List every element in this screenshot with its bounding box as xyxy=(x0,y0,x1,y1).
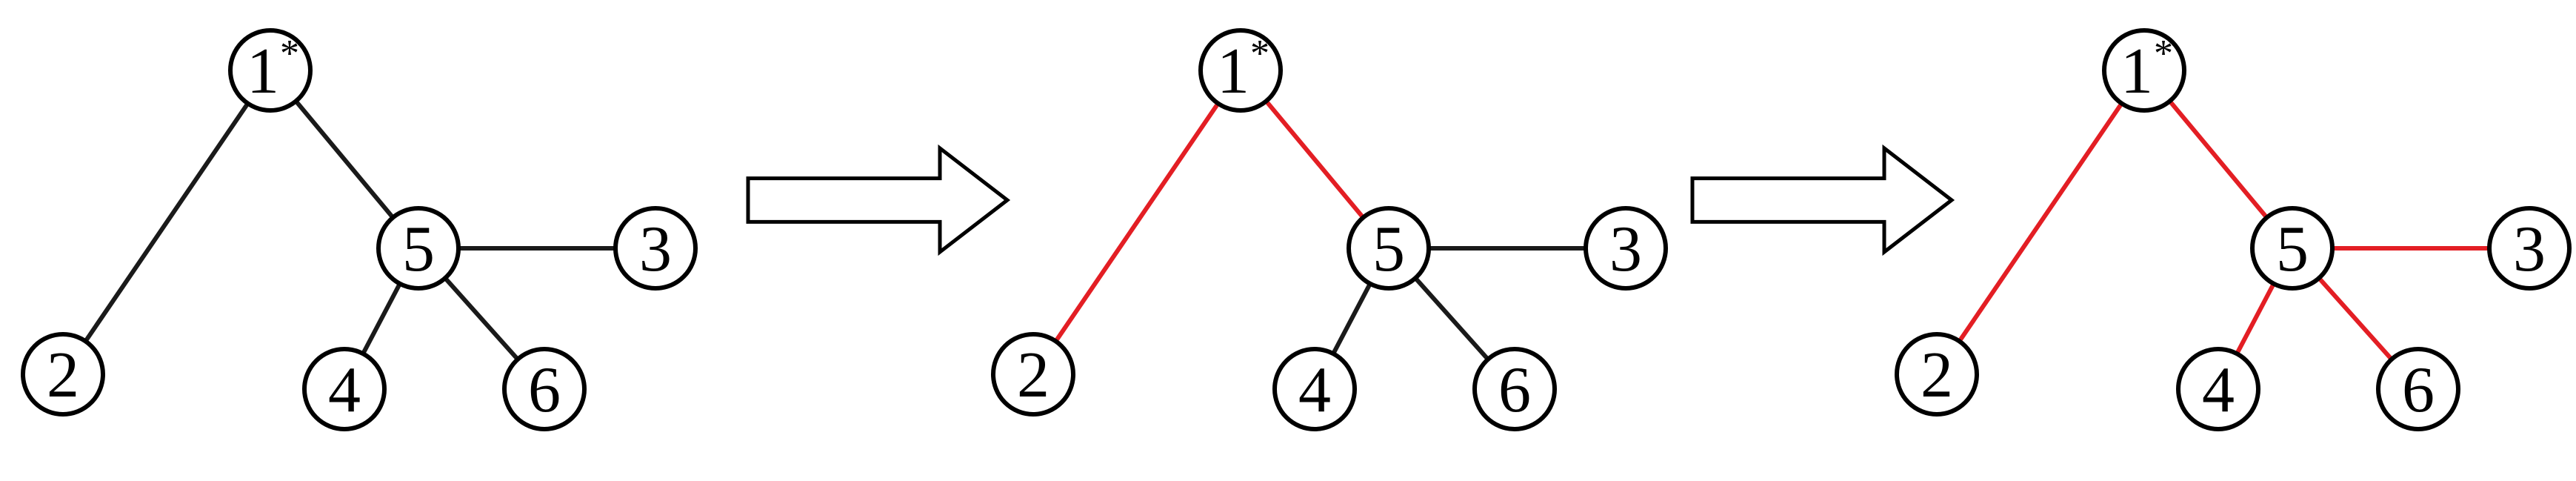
tree-stage-3: 1* 2 3 45 6 xyxy=(1895,28,2572,431)
node-circle xyxy=(1895,332,1979,417)
node-5: 5 xyxy=(1347,206,1431,291)
node-label: 2 xyxy=(1017,339,1050,411)
node-5: 5 xyxy=(376,206,461,291)
node-circle xyxy=(2102,28,2186,113)
node-circle xyxy=(2487,206,2572,291)
node-circle xyxy=(991,332,1075,417)
node-circle xyxy=(502,347,587,431)
node-label: 5 xyxy=(2276,213,2309,285)
node-1: 1* xyxy=(1198,28,1283,113)
node-label: 2 xyxy=(47,339,79,411)
edge-1-2-highlighted xyxy=(1935,68,2146,376)
node-circle xyxy=(21,332,105,417)
node-label: 4 xyxy=(2202,354,2235,426)
node-circle xyxy=(1472,347,1557,431)
node-circle xyxy=(2176,347,2260,431)
node-superscript: * xyxy=(280,33,299,75)
node-superscript: * xyxy=(2154,33,2173,75)
edge-1-2 xyxy=(61,68,273,376)
tree-stage-1: 1* 2 3 45 6 xyxy=(21,28,698,431)
node-1: 1* xyxy=(228,28,313,113)
node-3: 3 xyxy=(2487,206,2572,291)
right-arrow-icon xyxy=(1690,144,1955,256)
tree-stage-2: 1* 2 3 45 6 xyxy=(991,28,1668,431)
node-circle xyxy=(302,347,387,431)
node-superscript: * xyxy=(1250,33,1269,75)
node-3: 3 xyxy=(1584,206,1668,291)
node-circle xyxy=(1584,206,1668,291)
node-circle xyxy=(2250,206,2335,291)
node-4: 4 xyxy=(302,347,387,431)
node-label: 6 xyxy=(528,354,561,426)
node-label: 6 xyxy=(1498,354,1531,426)
node-label: 4 xyxy=(1298,354,1331,426)
node-label: 1 xyxy=(1217,36,1249,107)
node-4: 4 xyxy=(2176,347,2260,431)
node-label: 3 xyxy=(639,213,672,285)
node-label: 4 xyxy=(328,354,361,426)
right-arrow-icon xyxy=(746,144,1011,256)
node-6: 6 xyxy=(2376,347,2460,431)
node-circle xyxy=(613,206,698,291)
node-6: 6 xyxy=(502,347,587,431)
node-circle xyxy=(1272,347,1357,431)
node-circle xyxy=(228,28,313,113)
node-circle xyxy=(2376,347,2460,431)
node-2: 2 xyxy=(991,332,1075,417)
node-label: 5 xyxy=(402,213,435,285)
node-3: 3 xyxy=(613,206,698,291)
node-circle xyxy=(1198,28,1283,113)
node-label: 1 xyxy=(2120,36,2153,107)
node-2: 2 xyxy=(1895,332,1979,417)
node-label: 3 xyxy=(1609,213,1642,285)
node-label: 2 xyxy=(1921,339,1953,411)
node-circle xyxy=(1347,206,1431,291)
node-label: 6 xyxy=(2402,354,2435,426)
node-label: 1 xyxy=(247,36,279,107)
node-circle xyxy=(376,206,461,291)
node-6: 6 xyxy=(1472,347,1557,431)
edge-1-2-highlighted xyxy=(1031,68,1243,376)
node-5: 5 xyxy=(2250,206,2335,291)
node-1: 1* xyxy=(2102,28,2186,113)
node-4: 4 xyxy=(1272,347,1357,431)
node-label: 3 xyxy=(2513,213,2546,285)
node-label: 5 xyxy=(1372,213,1405,285)
node-2: 2 xyxy=(21,332,105,417)
